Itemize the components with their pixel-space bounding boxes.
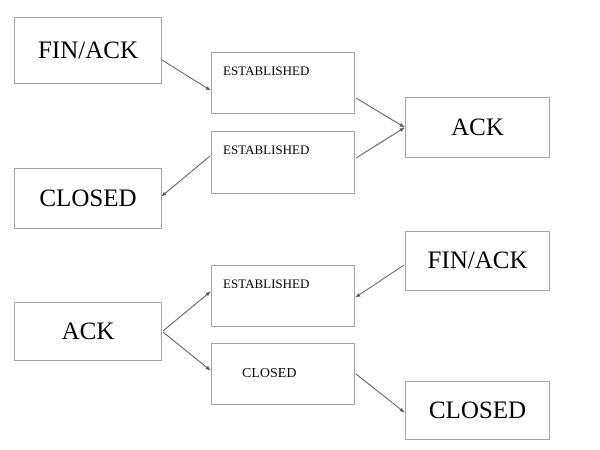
node-fin-ack-right[interactable]: FIN/ACK (405, 231, 550, 291)
edge-established-third-to-fin-ack-right (355, 264, 405, 298)
node-fin-ack-top-left[interactable]: FIN/ACK (14, 17, 162, 84)
edge-established-second-to-ack (355, 127, 405, 159)
node-ack-right[interactable]: ACK (405, 97, 550, 158)
node-closed-left[interactable]: CLOSED (14, 168, 162, 229)
node-established-top[interactable]: ESTABLISHED (211, 52, 355, 114)
node-label-established-second: ESTABLISHED (223, 142, 310, 157)
node-closed-middle[interactable]: CLOSED (211, 343, 355, 405)
node-label-closed-bottom-right: CLOSED (428, 396, 527, 424)
edge-closed-middle-to-closed-bottom-right (355, 373, 405, 413)
node-ack-bottom-left[interactable]: ACK (14, 302, 162, 361)
node-label-fin-ack-top-left: FIN/ACK (37, 36, 138, 64)
edge-fin-ack-to-established-top (161, 59, 211, 91)
node-label-established-third: ESTABLISHED (223, 276, 310, 291)
node-label-closed-middle: CLOSED (242, 365, 297, 381)
node-label-established-top: ESTABLISHED (223, 63, 310, 78)
node-established-third[interactable]: ESTABLISHED (211, 265, 355, 327)
edge-ack-bottom-to-established-third (162, 291, 211, 332)
node-label-ack-right: ACK (451, 113, 504, 141)
node-label-closed-left: CLOSED (39, 184, 137, 212)
edge-ack-bottom-to-closed-middle (162, 331, 211, 371)
edge-closed-left-to-established-second (161, 155, 211, 197)
node-closed-bottom-right[interactable]: CLOSED (405, 381, 550, 440)
node-established-second[interactable]: ESTABLISHED (211, 131, 355, 194)
node-label-fin-ack-right: FIN/ACK (427, 247, 528, 275)
edge-established-top-to-ack (355, 97, 405, 128)
node-label-ack-bottom-left: ACK (61, 317, 115, 345)
